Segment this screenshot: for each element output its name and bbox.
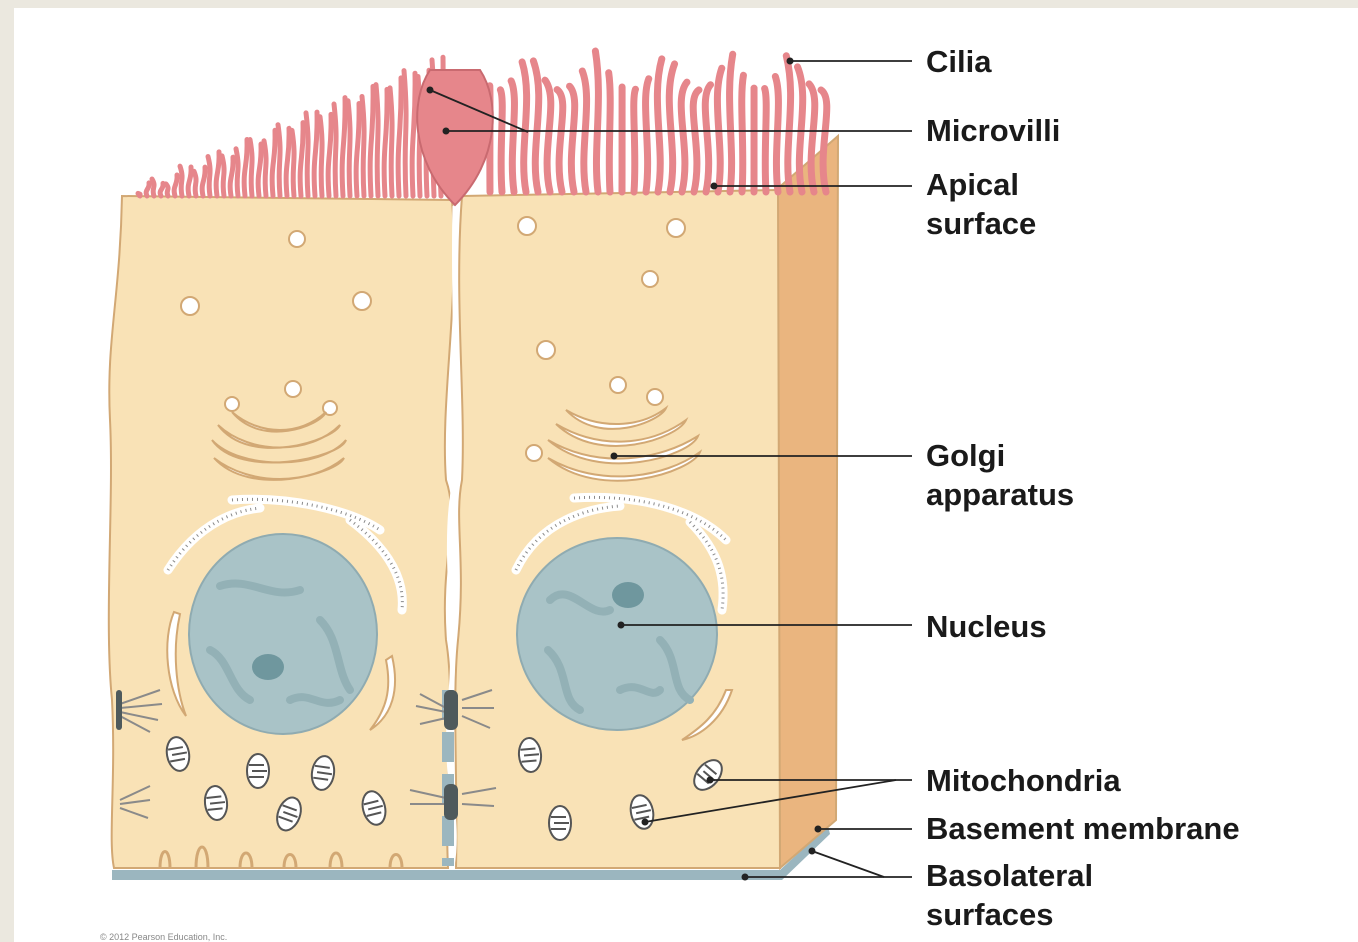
right-cell bbox=[455, 190, 780, 868]
microvillus bbox=[320, 117, 322, 196]
label-basement-membrane: Basement membrane bbox=[926, 809, 1240, 848]
microvillus bbox=[160, 183, 163, 196]
microvillus bbox=[244, 139, 247, 196]
cilium bbox=[730, 54, 733, 192]
microvilli bbox=[138, 57, 443, 196]
microvillus bbox=[250, 140, 252, 196]
microvillus bbox=[236, 149, 238, 196]
microvillus bbox=[138, 193, 140, 196]
left-cell bbox=[109, 196, 454, 868]
microvillus bbox=[384, 89, 387, 196]
label-nucleus: Nucleus bbox=[926, 607, 1047, 646]
microvillus bbox=[194, 171, 196, 196]
cilium bbox=[786, 56, 790, 192]
microvillus bbox=[314, 112, 317, 196]
microvillus bbox=[180, 166, 182, 196]
cilium bbox=[634, 89, 636, 192]
microvillus bbox=[300, 123, 303, 196]
cilium bbox=[646, 79, 649, 192]
cilium bbox=[595, 51, 598, 192]
cilium bbox=[557, 90, 563, 192]
cilium bbox=[693, 90, 699, 192]
microvillus bbox=[390, 88, 392, 196]
microvillus bbox=[230, 157, 233, 196]
microvillus bbox=[146, 183, 149, 196]
cilium bbox=[511, 81, 514, 192]
nucleus-right bbox=[517, 538, 717, 730]
cilium bbox=[765, 89, 767, 192]
microvillus bbox=[370, 86, 373, 196]
cilium bbox=[545, 80, 551, 192]
cilium bbox=[657, 59, 661, 192]
cilium bbox=[742, 75, 744, 192]
cilium bbox=[797, 67, 802, 192]
microvillus bbox=[412, 73, 415, 196]
label-golgi-apparatus: Golgi apparatus bbox=[926, 436, 1074, 514]
cilium bbox=[821, 90, 827, 192]
cilium bbox=[681, 82, 687, 192]
cilium bbox=[533, 61, 538, 192]
microvillus bbox=[292, 130, 294, 196]
cilia bbox=[490, 51, 827, 192]
cilium bbox=[669, 64, 674, 192]
microvillus bbox=[216, 152, 219, 196]
microvillus bbox=[342, 98, 345, 196]
microvillus bbox=[166, 184, 168, 196]
microvillus bbox=[188, 167, 191, 196]
cilium bbox=[570, 86, 575, 192]
microvillus bbox=[272, 130, 275, 196]
microvillus bbox=[376, 85, 378, 196]
cilium bbox=[705, 85, 710, 192]
label-cilia: Cilia bbox=[926, 42, 991, 81]
cilium bbox=[775, 76, 778, 192]
copyright-notice: © 2012 Pearson Education, Inc. bbox=[100, 932, 227, 942]
microvillus bbox=[404, 71, 406, 196]
microvillus bbox=[348, 101, 350, 196]
microvillus bbox=[334, 104, 336, 196]
microvillus bbox=[278, 125, 280, 196]
label-microvilli: Microvilli bbox=[926, 111, 1060, 150]
microvillus bbox=[264, 141, 266, 196]
microvillus bbox=[258, 144, 261, 196]
microvillus bbox=[286, 128, 289, 196]
microvillus bbox=[328, 114, 331, 196]
cilium bbox=[809, 84, 815, 192]
mitochondrion bbox=[549, 806, 571, 840]
microvillus bbox=[202, 167, 205, 196]
microvillus bbox=[356, 103, 359, 196]
cilium bbox=[609, 73, 611, 192]
cilium bbox=[500, 90, 502, 192]
microvillus bbox=[208, 157, 210, 196]
cilium bbox=[522, 62, 527, 192]
microvillus bbox=[222, 156, 224, 196]
label-apical-surface: Apical surface bbox=[926, 165, 1036, 243]
cell-side-face bbox=[776, 136, 838, 868]
microvillus bbox=[306, 113, 308, 196]
microvillus bbox=[174, 175, 177, 196]
microvillus bbox=[152, 179, 154, 196]
nucleus-left bbox=[189, 534, 377, 734]
mitochondrion bbox=[247, 754, 269, 788]
microvillus bbox=[398, 78, 401, 196]
label-mitochondria: Mitochondria bbox=[926, 761, 1121, 800]
microvillus bbox=[362, 96, 364, 196]
label-basolateral-surfaces: Basolateral surfaces bbox=[926, 856, 1093, 934]
